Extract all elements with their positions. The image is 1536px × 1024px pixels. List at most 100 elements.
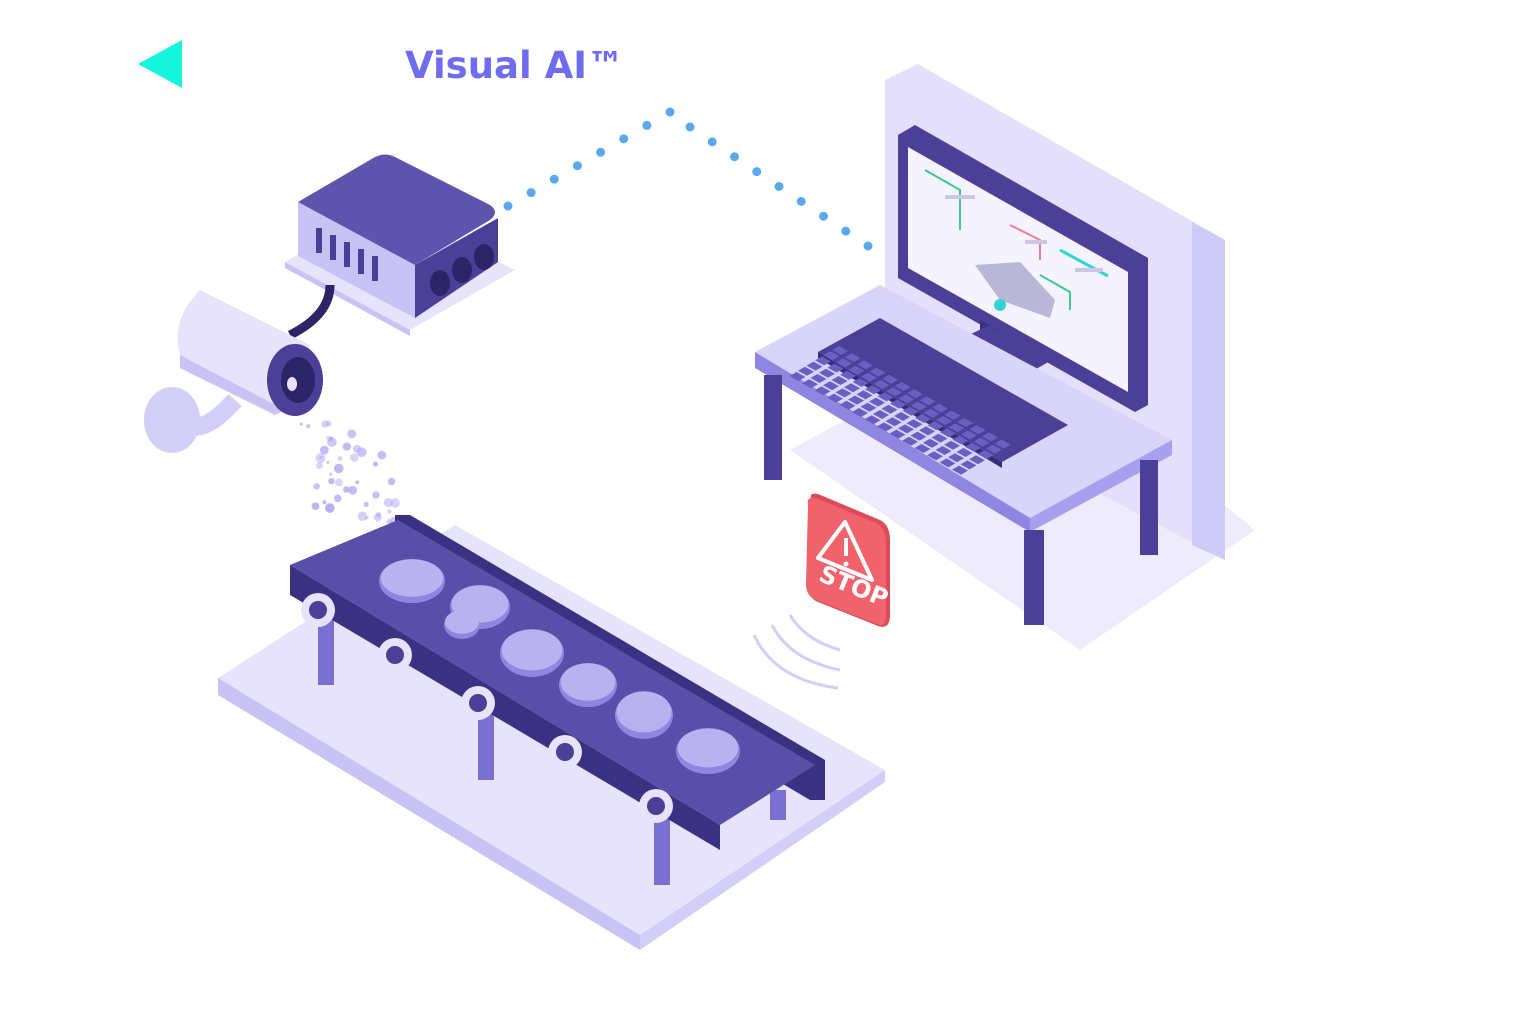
keyboard [818, 318, 1068, 462]
key [810, 374, 827, 383]
key [832, 346, 848, 355]
rollers [301, 593, 673, 823]
key [798, 366, 814, 376]
particle [377, 450, 387, 460]
vent-slots [316, 228, 378, 281]
connection-dot [774, 182, 784, 191]
key [873, 380, 890, 389]
connection-dot [572, 161, 582, 171]
key [881, 404, 898, 414]
key [911, 401, 927, 411]
key [952, 435, 969, 445]
key [856, 390, 873, 400]
particle [315, 462, 323, 470]
key [902, 406, 919, 416]
key [860, 402, 877, 412]
edge-ai-device [285, 154, 515, 336]
key [957, 418, 973, 427]
conveyor-belt [218, 515, 885, 950]
connection-dot [665, 107, 675, 117]
roller-hub [556, 743, 574, 761]
key [827, 393, 843, 403]
key [935, 446, 952, 455]
particle [363, 501, 369, 507]
key [931, 433, 948, 443]
key [923, 438, 939, 448]
rock [380, 559, 444, 597]
key [994, 439, 1011, 449]
key [802, 379, 818, 389]
key [939, 458, 956, 468]
particle [352, 444, 362, 453]
desk-leg [1140, 460, 1158, 555]
particle [306, 423, 311, 429]
warning-triangle-icon [816, 520, 874, 582]
particle [325, 503, 335, 513]
connection-dot [841, 226, 851, 236]
particle [319, 445, 329, 455]
key [906, 419, 923, 429]
key [857, 360, 873, 370]
key [969, 455, 985, 465]
particle [299, 422, 303, 426]
particle [322, 500, 327, 505]
particle [387, 477, 396, 486]
roller-hub [647, 797, 665, 815]
particle [329, 472, 333, 476]
rock [560, 663, 616, 701]
particle [313, 483, 320, 490]
key [956, 448, 973, 457]
stop-sign: STOP [806, 493, 892, 627]
connection-dot [526, 188, 536, 198]
particle [337, 456, 343, 462]
key [907, 389, 923, 399]
camera-scan-particles [299, 420, 400, 525]
key [869, 397, 885, 407]
key [873, 410, 889, 419]
desk-leg [1024, 530, 1044, 625]
key [886, 387, 902, 397]
particle [333, 494, 342, 503]
key [923, 408, 940, 418]
connection-dot [863, 241, 873, 251]
key [894, 412, 910, 421]
connection-dot [752, 167, 762, 177]
key [827, 363, 844, 373]
key [852, 408, 868, 417]
connection-dot [707, 137, 717, 147]
wireless-connection-dots [503, 107, 873, 251]
particle [343, 486, 350, 493]
key [919, 426, 935, 436]
particle [321, 420, 329, 428]
camera-cable [287, 284, 335, 340]
back-triangle-icon[interactable] [138, 40, 182, 88]
connection-dot [549, 174, 559, 184]
screen-dashboard [924, 169, 1109, 318]
particle [347, 429, 357, 439]
key [815, 356, 831, 366]
key [890, 399, 906, 409]
key [823, 351, 840, 361]
particle [342, 442, 351, 451]
key [864, 415, 881, 425]
key [840, 370, 856, 380]
key [806, 361, 823, 371]
roller-hub [386, 646, 404, 664]
rocks-on-belt [379, 559, 740, 774]
particle [375, 512, 382, 518]
particle [383, 498, 393, 508]
security-camera [144, 290, 323, 453]
key [965, 442, 981, 452]
particle [348, 485, 358, 495]
particle [311, 502, 320, 511]
particle [350, 453, 359, 462]
particle [355, 480, 360, 485]
key [914, 444, 931, 453]
key [882, 374, 898, 384]
connection-dot [819, 211, 828, 221]
rock [616, 691, 672, 733]
key [927, 421, 944, 431]
key [936, 416, 952, 425]
key [932, 403, 948, 413]
